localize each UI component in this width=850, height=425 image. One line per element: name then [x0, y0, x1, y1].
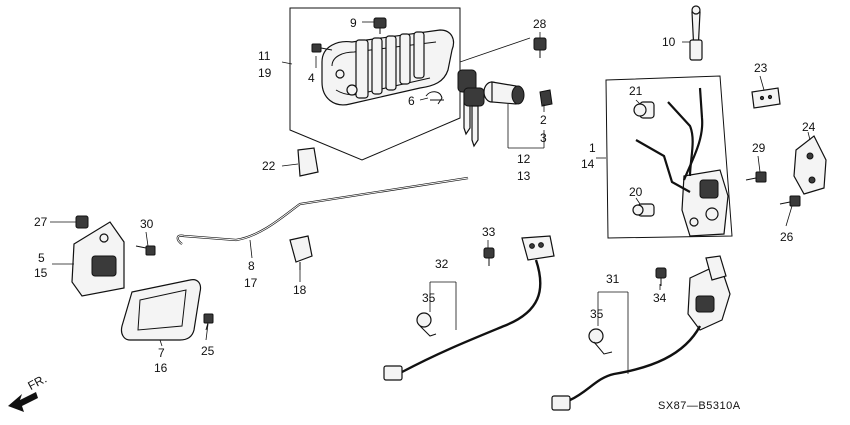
door-lock-latch — [681, 169, 729, 237]
callout-31: 31 — [606, 272, 620, 286]
callout-15: 15 — [34, 266, 48, 280]
outer-door-handle — [321, 29, 455, 106]
inner-handle-rod — [176, 176, 469, 245]
callout-19: 19 — [258, 66, 272, 80]
callout-17: 17 — [244, 276, 258, 290]
bolt-33 — [483, 247, 495, 266]
door-striker — [793, 135, 827, 195]
bolt-28 — [533, 37, 547, 58]
key-cylinder — [483, 81, 525, 105]
inner-handle — [71, 221, 125, 297]
callout-21: 21 — [629, 84, 643, 98]
pad-22 — [297, 147, 319, 177]
callout-13: 13 — [517, 169, 531, 183]
rod-clip-21 — [633, 101, 655, 119]
inner-handle-escutcheon — [120, 279, 202, 341]
callout-4: 4 — [308, 71, 315, 85]
rod-clip-20 — [632, 203, 655, 217]
callout-34: 34 — [653, 291, 667, 305]
harness-clip-35-right — [588, 328, 613, 355]
latch-group-frame — [605, 75, 733, 239]
callout-22: 22 — [262, 159, 276, 173]
diagram-code: SX87—B5310A — [658, 400, 741, 412]
leader-lines — [50, 21, 811, 374]
harness-clip-35-left — [416, 312, 437, 337]
front-direction-label: FR. — [25, 372, 49, 393]
callout-32: 32 — [435, 257, 449, 271]
door-lock-actuator — [687, 255, 731, 331]
latch-rods — [635, 87, 704, 193]
callout-12: 12 — [517, 152, 531, 166]
callout-7: 7 — [158, 346, 165, 360]
harness-31 — [551, 325, 702, 411]
screw-30 — [135, 245, 156, 256]
harness-32 — [383, 259, 542, 381]
callout-29: 29 — [752, 141, 766, 155]
screw-26 — [779, 195, 801, 207]
callout-6: 6 — [408, 94, 415, 108]
callout-5: 5 — [38, 251, 45, 265]
knob-holder — [751, 87, 781, 109]
callout-25: 25 — [201, 344, 215, 358]
callout-11: 11 — [258, 49, 271, 63]
callout-35-left: 35 — [422, 291, 436, 305]
callout-23: 23 — [754, 61, 768, 75]
screw-29 — [745, 171, 767, 183]
key — [457, 69, 485, 148]
callout-3: 3 — [540, 131, 547, 145]
bolt-34 — [655, 267, 667, 286]
callout-8: 8 — [248, 259, 255, 273]
outer-handle-group-frame — [289, 7, 461, 161]
screw-4 — [311, 43, 333, 53]
clip-27 — [75, 215, 89, 229]
callout-20: 20 — [629, 185, 643, 199]
actuator-connector — [521, 235, 555, 261]
front-direction-arrow — [8, 392, 38, 412]
screw-25 — [203, 313, 214, 331]
rod-clip-18 — [289, 235, 313, 270]
callout-9: 9 — [350, 16, 357, 30]
callout-14: 14 — [581, 157, 595, 171]
bolt-9 — [373, 17, 387, 34]
callout-10: 10 — [662, 35, 676, 49]
lock-knob — [689, 5, 703, 61]
callout-27: 27 — [34, 215, 48, 229]
callout-26: 26 — [780, 230, 794, 244]
clip-6 — [425, 91, 444, 105]
callout-1: 1 — [589, 141, 596, 155]
callout-35-right: 35 — [590, 307, 604, 321]
callout-labels: 11 19 4 9 6 28 2 3 12 13 10 23 24 29 26 … — [34, 16, 816, 375]
cylinder-clip — [539, 89, 553, 107]
callout-16: 16 — [154, 361, 168, 375]
callout-30: 30 — [140, 217, 154, 231]
callout-33: 33 — [482, 225, 496, 239]
callout-24: 24 — [802, 120, 816, 134]
callout-18: 18 — [293, 283, 307, 297]
callout-2: 2 — [540, 113, 547, 127]
callout-28: 28 — [533, 17, 547, 31]
